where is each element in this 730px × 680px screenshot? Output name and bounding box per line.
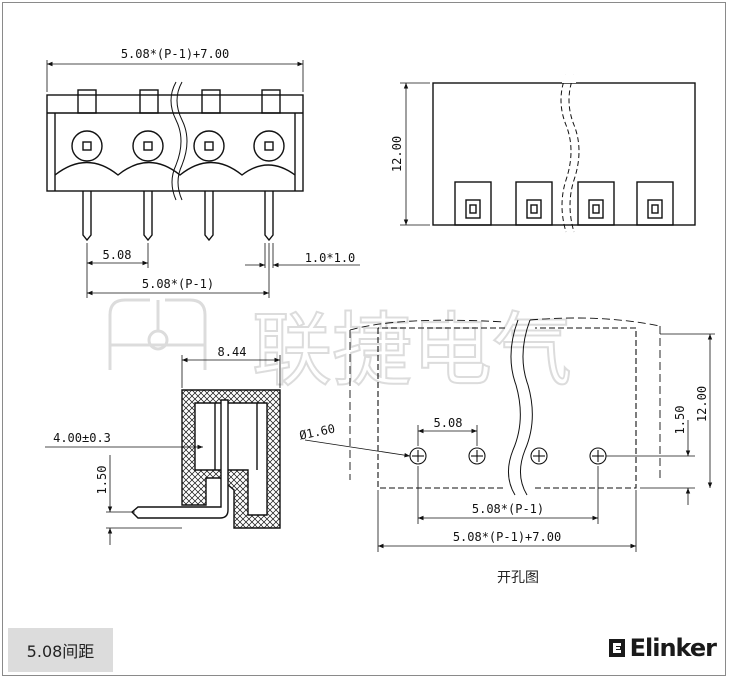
spacing-badge: 5.08间距 [8, 628, 113, 672]
side-width-label: 8.44 [218, 345, 247, 359]
hole-span-label: 5.08*(P-1) [472, 502, 544, 516]
front-overall-width-label: 5.08*(P-1)+7.00 [121, 47, 229, 61]
top-view [400, 74, 696, 233]
side-pin-height-label: 1.50 [95, 466, 109, 495]
watermark-logo-icon [108, 298, 207, 370]
brand-logo: Elinker [607, 634, 717, 662]
hole-pattern [304, 317, 715, 552]
pin-section-label: 1.0*1.0 [305, 251, 356, 265]
front-pitch-label: 5.08 [103, 248, 132, 262]
front-view [46, 60, 360, 298]
hole-edge-label: 1.50 [673, 406, 687, 435]
hole-height-label: 12.00 [695, 386, 709, 422]
hole-diameter-label: Ø1.60 [298, 421, 336, 442]
hole-pattern-caption: 开孔图 [497, 570, 539, 586]
watermark: 联捷电气 [108, 298, 573, 398]
hole-pitch-label: 5.08 [434, 416, 463, 430]
brand-name: Elinker [629, 634, 717, 662]
top-height-label: 12.00 [390, 136, 404, 172]
side-view [45, 355, 281, 545]
hole-overall-label: 5.08*(P-1)+7.00 [453, 530, 561, 544]
watermark-text: 联捷电气 [252, 304, 572, 397]
front-pin-span-label: 5.08*(P-1) [142, 277, 214, 291]
brand-mark-icon [608, 639, 625, 657]
side-offset-label: 4.00±0.3 [53, 431, 111, 445]
